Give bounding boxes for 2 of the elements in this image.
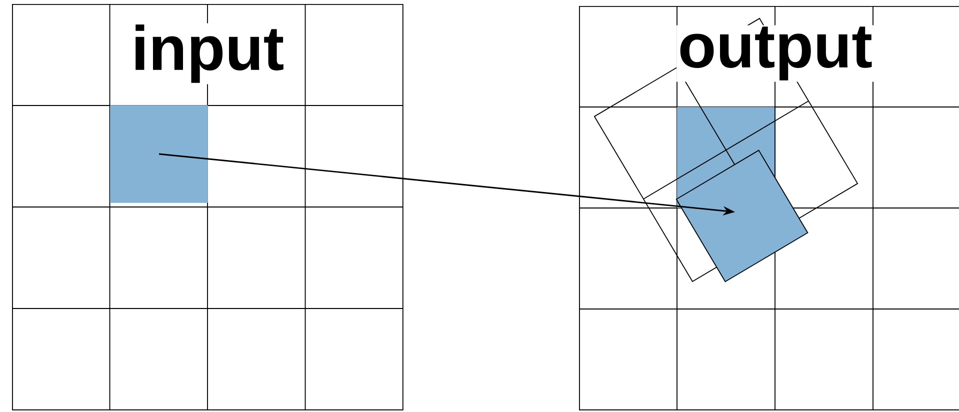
highlighted-cell: [110, 105, 208, 203]
rotated-cell: [676, 150, 808, 282]
